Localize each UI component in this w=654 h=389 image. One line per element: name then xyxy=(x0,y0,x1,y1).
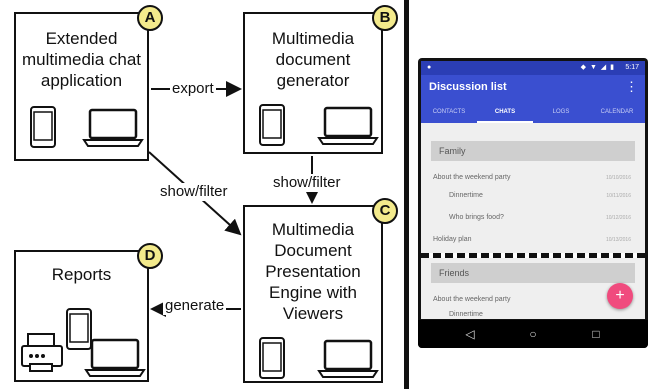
tab-bar: CONTACTS CHATS LOGS CALENDAR xyxy=(421,101,645,123)
list-item[interactable]: Who brings food? 10/12/2016 xyxy=(449,211,635,225)
box-d-title: Reports xyxy=(51,265,112,284)
label-show-filter-b-c: show/filter xyxy=(271,174,343,192)
tab-logs[interactable]: LOGS xyxy=(552,109,570,115)
box-c-title: Multimedia Document Presentation Engine … xyxy=(265,220,361,323)
status-bar: ● ◆ ▼ ◢ ▮ 5:17 xyxy=(421,61,645,75)
badge-d: D xyxy=(137,243,163,269)
vertical-divider xyxy=(404,0,409,389)
list-item-meta: 10/10/2016 xyxy=(605,175,631,181)
dashed-separator xyxy=(421,253,645,258)
label-export: export xyxy=(170,80,216,98)
recents-icon[interactable]: □ xyxy=(592,327,600,341)
box-reports: Reports D xyxy=(14,243,163,382)
smartphone-icon xyxy=(259,104,285,146)
label-show-filter-a-c: show/filter xyxy=(158,183,230,201)
badge-a: A xyxy=(137,5,163,31)
add-fab-button[interactable]: + xyxy=(607,283,633,309)
list-item-text: Dinnertime xyxy=(449,192,483,199)
home-icon[interactable]: ○ xyxy=(529,327,537,341)
laptop-icon xyxy=(317,339,379,378)
phone-screenshot: ● ◆ ▼ ◢ ▮ 5:17 Discussion list ⋮ CONTACT… xyxy=(418,58,648,348)
box-presentation-engine: Multimedia Document Presentation Engine … xyxy=(243,198,398,383)
badge-c: C xyxy=(372,198,398,224)
label-generate: generate xyxy=(163,297,227,315)
box-chat-application: Extended multimedia chat application A xyxy=(14,5,163,161)
phone-screen: ● ◆ ▼ ◢ ▮ 5:17 Discussion list ⋮ CONTACT… xyxy=(421,61,645,319)
smartphone-icon xyxy=(259,337,285,379)
list-item-meta: 10/11/2016 xyxy=(606,193,631,199)
section-header-family[interactable]: Family xyxy=(431,141,635,161)
laptop-icon xyxy=(84,338,146,377)
list-item-text: Dinnertime xyxy=(449,311,483,318)
tab-contacts[interactable]: CONTACTS xyxy=(432,109,466,115)
laptop-icon xyxy=(82,108,144,147)
tab-chats[interactable]: CHATS xyxy=(477,101,533,123)
section-header-friends[interactable]: Friends xyxy=(431,263,635,283)
status-time: 5:17 xyxy=(625,64,639,71)
list-item-text: Who brings food? xyxy=(449,214,504,221)
printer-icon xyxy=(21,333,63,372)
list-item-meta: 10/12/2016 xyxy=(605,215,631,221)
smartphone-icon xyxy=(66,308,92,350)
app-bar: Discussion list ⋮ xyxy=(421,75,645,101)
list-item-text: About the weekend party xyxy=(433,296,511,303)
android-nav-bar: ◁ ○ □ xyxy=(418,320,648,348)
list-item[interactable]: Dinnertime xyxy=(449,308,635,319)
smartphone-icon xyxy=(30,106,56,148)
overflow-menu-icon[interactable]: ⋮ xyxy=(625,79,638,94)
list-item-text: About the weekend party xyxy=(433,174,511,181)
laptop-icon xyxy=(317,106,379,145)
tab-calendar[interactable]: CALENDAR xyxy=(600,109,634,115)
list-item[interactable]: About the weekend party xyxy=(433,293,635,307)
box-b-title: Multimedia document generator xyxy=(271,29,355,90)
back-icon[interactable]: ◁ xyxy=(465,327,475,341)
list-item[interactable]: About the weekend party 10/10/2016 xyxy=(433,171,635,185)
badge-b: B xyxy=(372,5,398,31)
list-item-meta: 10/13/2016 xyxy=(605,237,631,243)
list-item[interactable]: Holiday plan 10/13/2016 xyxy=(433,233,635,247)
list-item[interactable]: Dinnertime 10/11/2016 xyxy=(449,189,635,203)
box-a-title: Extended multimedia chat application xyxy=(21,29,142,90)
signal-icons: ◆ ▼ ◢ ▮ xyxy=(580,64,615,71)
app-title: Discussion list xyxy=(429,81,507,93)
box-document-generator: Multimedia document generator B xyxy=(243,5,398,154)
list-item-text: Holiday plan xyxy=(433,236,472,243)
notification-icon: ● xyxy=(427,64,432,71)
